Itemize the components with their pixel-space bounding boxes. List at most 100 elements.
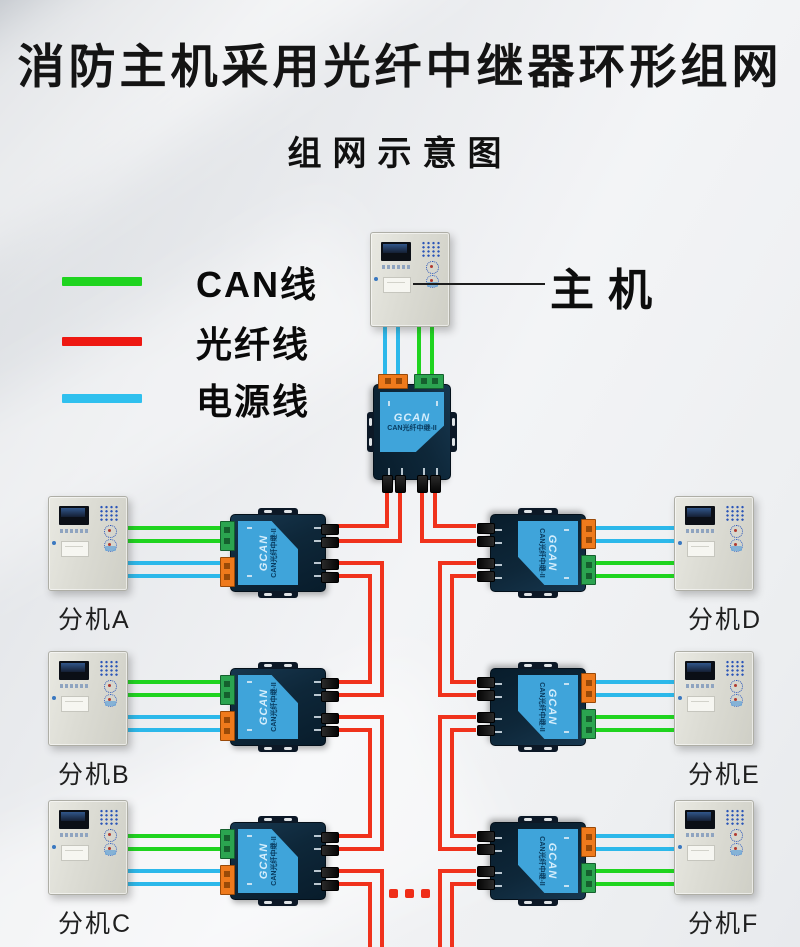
port-mark: [564, 683, 569, 685]
panel-sticker: [61, 696, 89, 712]
wire-power: [594, 834, 674, 838]
brand-logo: GCAN: [546, 688, 559, 726]
panel-button-row: [60, 684, 88, 688]
model-text: CAN光纤中继-II: [270, 682, 278, 732]
wire-fiber: [450, 728, 454, 838]
wire-fiber: [368, 728, 372, 838]
port-mark: [247, 527, 252, 529]
port-mark: [495, 885, 502, 887]
port-mark: [564, 837, 569, 839]
panel-knob: [104, 539, 117, 552]
port-mark: [495, 872, 502, 874]
wire-fiber: [338, 869, 384, 873]
wire-fiber: [438, 847, 476, 851]
model-text: CAN光纤中继-II: [270, 528, 278, 578]
fiber-port: [321, 678, 339, 689]
wire-power: [126, 561, 222, 565]
port-mark: [247, 575, 252, 577]
fiber-repeater: GCAN CAN光纤中继-II: [477, 662, 596, 752]
wire-can: [430, 322, 434, 378]
fiber-port: [417, 475, 428, 493]
fiber-port: [321, 867, 339, 878]
port-mark: [564, 731, 569, 733]
wire-power: [594, 526, 674, 530]
repeater-sticker: GCAN CAN光纤中继-II: [518, 521, 578, 585]
wire-can: [594, 574, 674, 578]
panel-indicator: [678, 541, 682, 545]
wire-can: [417, 322, 421, 378]
port-mark: [436, 468, 438, 475]
panel-sticker: [61, 845, 89, 861]
repeater-sticker: GCAN CAN光纤中继-II: [518, 829, 578, 893]
panel-sticker: [61, 541, 89, 557]
panel-knob: [426, 261, 439, 274]
mounting-ear: [258, 662, 298, 669]
wire-fiber: [338, 539, 402, 543]
fiber-port: [321, 524, 339, 535]
mounting-ear: [258, 745, 298, 752]
panel-knob: [730, 539, 743, 552]
panel-knob: [730, 680, 743, 693]
ellipsis-dot: [421, 889, 430, 898]
central-repeater: GCAN CAN光纤中继-II: [367, 374, 457, 493]
panel-logo: [105, 850, 116, 855]
wire-fiber: [438, 869, 476, 873]
fiber-port: [477, 571, 495, 582]
panel-knob: [104, 525, 117, 538]
wire-fiber: [438, 693, 476, 697]
port-mark: [314, 527, 321, 529]
wire-fiber: [450, 574, 454, 684]
wire-fiber: [438, 715, 476, 719]
port-mark: [314, 870, 321, 872]
port-mark: [436, 401, 438, 406]
legend-can-line: [62, 277, 142, 286]
panel-button-row: [686, 684, 714, 688]
wire-can: [594, 882, 674, 886]
fiber-port: [321, 832, 339, 843]
port-mark: [314, 694, 321, 696]
fiber-port: [382, 475, 393, 493]
wire-fiber: [450, 834, 476, 838]
panel-keypad: [725, 660, 746, 677]
wire-fiber: [420, 478, 424, 543]
model-text: CAN光纤中继-II: [538, 836, 546, 886]
fiber-port: [321, 572, 339, 583]
mounting-ear: [518, 508, 558, 515]
wire-fiber: [450, 882, 454, 947]
fiber-port: [321, 880, 339, 891]
page-subtitle: 组网示意图: [287, 134, 513, 174]
fiber-port: [321, 713, 339, 724]
brand-logo: GCAN: [257, 688, 270, 726]
panel-knob: [104, 843, 117, 856]
panel-button-row: [60, 833, 88, 837]
panel-display: [685, 810, 715, 829]
fiber-repeater: GCAN CAN光纤中继-II: [220, 508, 339, 598]
port-mark: [314, 681, 321, 683]
branch-label-d: 分机D: [688, 606, 763, 634]
port-mark: [495, 837, 502, 839]
branch-label-a: 分机A: [58, 606, 131, 634]
panel-logo: [731, 546, 742, 551]
brand-logo: GCAN: [257, 534, 270, 572]
wire-fiber: [338, 834, 372, 838]
model-text: CAN光纤中继-II: [538, 528, 546, 578]
panel-keypad: [421, 241, 442, 258]
wire-fiber: [433, 478, 437, 528]
wire-fiber: [398, 478, 402, 543]
fiber-port: [321, 691, 339, 702]
fiber-port: [395, 475, 406, 493]
panel-keypad: [99, 660, 120, 677]
mounting-ear: [258, 899, 298, 906]
power-terminal: [378, 374, 408, 389]
port-mark: [247, 729, 252, 731]
fiber-repeater: GCAN CAN光纤中继-II: [220, 816, 339, 906]
wire-fiber: [338, 574, 372, 578]
fiber-repeater: GCAN CAN光纤中继-II: [477, 508, 596, 598]
fiber-port: [477, 690, 495, 701]
fiber-port: [477, 536, 495, 547]
port-mark: [495, 696, 502, 698]
panel-indicator: [678, 696, 682, 700]
port-mark: [495, 529, 502, 531]
host-panel: [370, 232, 450, 327]
panel-display: [685, 506, 715, 525]
